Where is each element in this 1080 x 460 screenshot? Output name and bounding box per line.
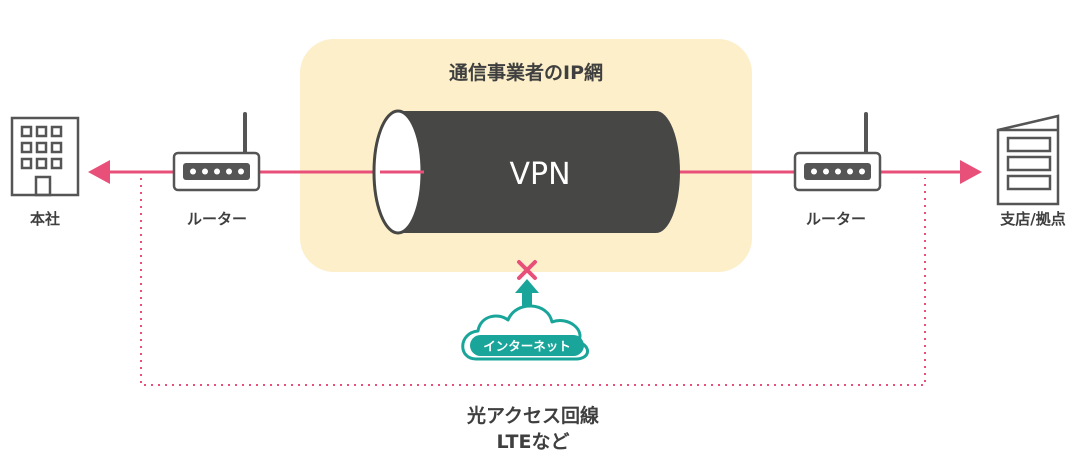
x-mark-icon (517, 260, 537, 280)
cloud-icon: インターネット (461, 304, 589, 361)
tunnel-body (398, 111, 680, 233)
internet-label: インターネット (483, 339, 571, 354)
router-icon (793, 112, 882, 192)
carrier-network-title: 通信事業者のIP網 (449, 61, 603, 84)
branch-label: 支店/拠点 (999, 210, 1065, 228)
alternative-line-label-1: 光アクセス回線 (466, 404, 599, 427)
right-arrowhead (960, 160, 982, 184)
hq-label: 本社 (30, 210, 60, 228)
right-router-label: ルーター (806, 210, 866, 228)
router-icon (172, 112, 261, 192)
vpn-label: VPN (509, 157, 570, 192)
vpn-tunnel: VPN (372, 109, 680, 235)
alternative-line-label-2: LTEなど (497, 431, 570, 453)
server-rack-icon (996, 114, 1060, 206)
up-arrow-icon (515, 279, 539, 306)
office-building-icon (10, 116, 80, 197)
left-arrowhead (88, 160, 110, 184)
left-router-label: ルーター (187, 210, 247, 228)
